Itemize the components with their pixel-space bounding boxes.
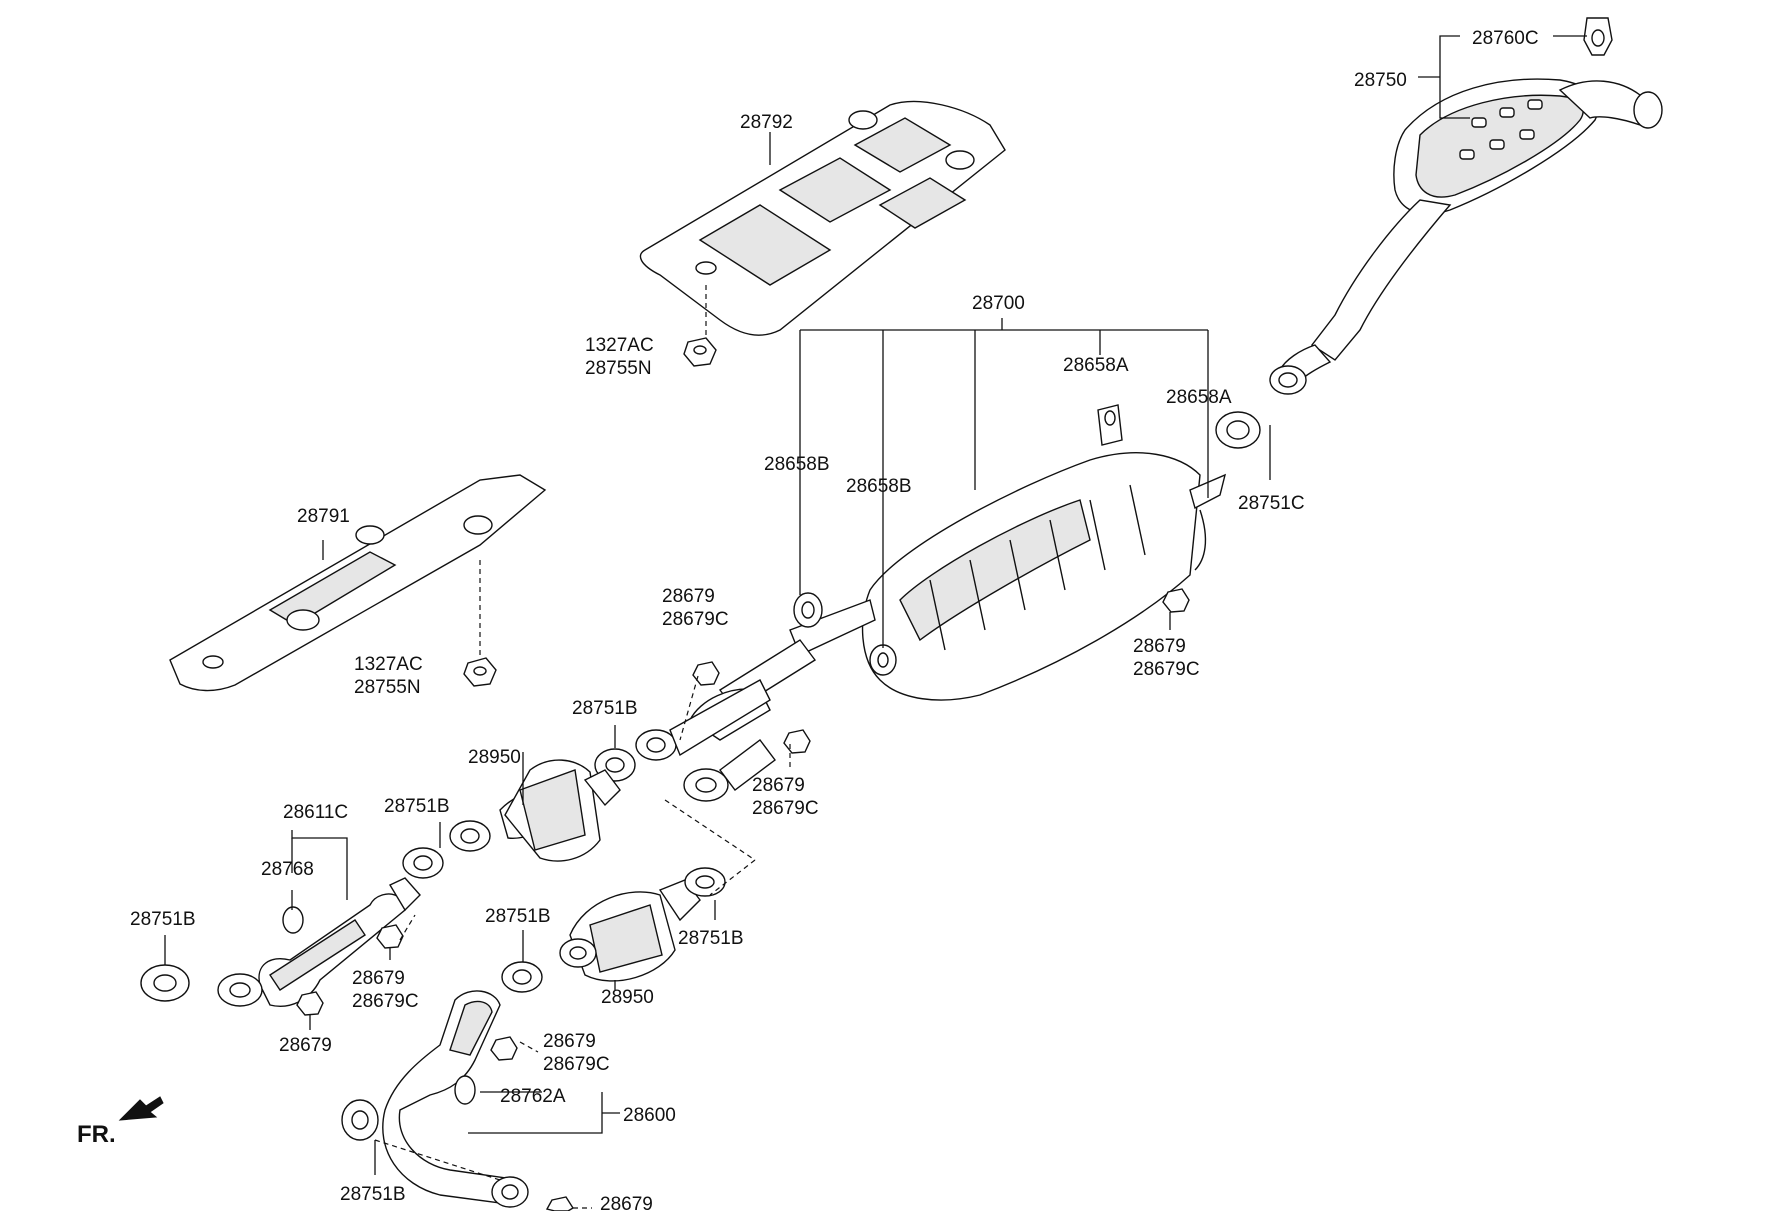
gasket-28751B-f[interactable] bbox=[341, 1099, 379, 1141]
label-28658B-right: 28658B bbox=[846, 476, 912, 497]
label-1327AC-lower: 1327AC bbox=[354, 654, 423, 675]
label-28751B-d: 28751B bbox=[485, 906, 551, 927]
label-28760C: 28760C bbox=[1472, 28, 1539, 49]
label-28751C: 28751C bbox=[1238, 493, 1305, 514]
tail-muffler-28750[interactable] bbox=[1269, 78, 1663, 395]
hanger-28760C[interactable] bbox=[1583, 17, 1613, 56]
nut-28679-f[interactable] bbox=[490, 1036, 518, 1061]
hanger-28768[interactable] bbox=[282, 906, 304, 934]
nut-1327AC-upper[interactable] bbox=[683, 337, 717, 367]
label-28679-f: 28679 bbox=[543, 1031, 596, 1052]
nut-28679-c[interactable] bbox=[783, 729, 811, 754]
label-28700: 28700 bbox=[972, 293, 1025, 314]
hanger-28658A[interactable] bbox=[1097, 404, 1123, 446]
front-label: FR. bbox=[77, 1121, 116, 1148]
gasket-28751B-c[interactable] bbox=[140, 964, 190, 1002]
label-28755N-upper: 28755N bbox=[585, 358, 652, 379]
label-28679-d: 28679 bbox=[352, 968, 405, 989]
label-28950-upper: 28950 bbox=[468, 747, 521, 768]
label-28679-b: 28679 bbox=[1133, 636, 1186, 657]
heat-protector-28792[interactable] bbox=[639, 100, 1006, 336]
label-28768: 28768 bbox=[261, 859, 314, 880]
label-28751B-e: 28751B bbox=[678, 928, 744, 949]
center-muffler-28700[interactable] bbox=[689, 452, 1227, 741]
label-28658A-lower: 28658A bbox=[1166, 387, 1232, 408]
front-direction-indicator: FR. bbox=[77, 1096, 164, 1148]
label-28751B-f: 28751B bbox=[340, 1184, 406, 1205]
catalytic-converter-28950-upper[interactable] bbox=[449, 759, 621, 862]
label-28762A: 28762A bbox=[500, 1086, 566, 1107]
label-28755N-lower: 28755N bbox=[354, 677, 421, 698]
front-pipe-28611C[interactable] bbox=[217, 877, 421, 1007]
label-28679-e: 28679 bbox=[279, 1035, 332, 1056]
flange-pipe-right[interactable] bbox=[683, 739, 776, 802]
hanger-28658B-right[interactable] bbox=[869, 644, 897, 676]
label-28679-c: 28679 bbox=[752, 775, 805, 796]
gasket-28751B-b[interactable] bbox=[402, 847, 444, 879]
front-arrow-icon bbox=[118, 1096, 164, 1121]
nut-1327AC-lower[interactable] bbox=[463, 657, 497, 687]
label-28950-lower: 28950 bbox=[601, 987, 654, 1008]
nut-28679-d[interactable] bbox=[376, 924, 404, 949]
gasket-28751B-e[interactable] bbox=[684, 867, 726, 897]
hanger-28762A[interactable] bbox=[454, 1075, 476, 1105]
flange-pipe-left[interactable] bbox=[635, 679, 771, 761]
hanger-28658B-left[interactable] bbox=[793, 592, 823, 628]
label-28679C-f: 28679C bbox=[543, 1054, 610, 1075]
label-28679C-d: 28679C bbox=[352, 991, 419, 1012]
nut-28679-g[interactable] bbox=[545, 1196, 574, 1211]
label-28792: 28792 bbox=[740, 112, 793, 133]
label-28611C: 28611C bbox=[283, 802, 348, 823]
gasket-28751C[interactable] bbox=[1215, 411, 1261, 449]
nut-28679-a[interactable] bbox=[692, 661, 720, 686]
front-pipe-28600[interactable] bbox=[382, 990, 529, 1208]
nut-28679-right[interactable] bbox=[1162, 588, 1190, 613]
part-labels: 28760C 28750 28792 1327AC 28755N 28700 2… bbox=[130, 28, 1539, 1211]
label-1327AC-upper: 1327AC bbox=[585, 335, 654, 356]
label-28750: 28750 bbox=[1354, 70, 1407, 91]
label-28751B-a: 28751B bbox=[572, 698, 638, 719]
label-28679-a: 28679 bbox=[662, 586, 715, 607]
label-28679C-b: 28679C bbox=[1133, 659, 1200, 680]
label-28658B-left: 28658B bbox=[764, 454, 830, 475]
gasket-28751B-d[interactable] bbox=[501, 961, 543, 993]
leader-lines bbox=[164, 35, 1587, 1209]
heat-protector-28791[interactable] bbox=[169, 474, 547, 692]
label-28679C-a: 28679C bbox=[662, 609, 729, 630]
label-28679-g: 28679 bbox=[600, 1194, 653, 1211]
label-28600: 28600 bbox=[623, 1105, 676, 1126]
label-28751B-c: 28751B bbox=[130, 909, 196, 930]
label-28791: 28791 bbox=[297, 506, 350, 527]
label-28658A-upper: 28658A bbox=[1063, 355, 1129, 376]
nut-28679-e[interactable] bbox=[296, 991, 324, 1016]
label-28751B-b: 28751B bbox=[384, 796, 450, 817]
label-28679C-c: 28679C bbox=[752, 798, 819, 819]
